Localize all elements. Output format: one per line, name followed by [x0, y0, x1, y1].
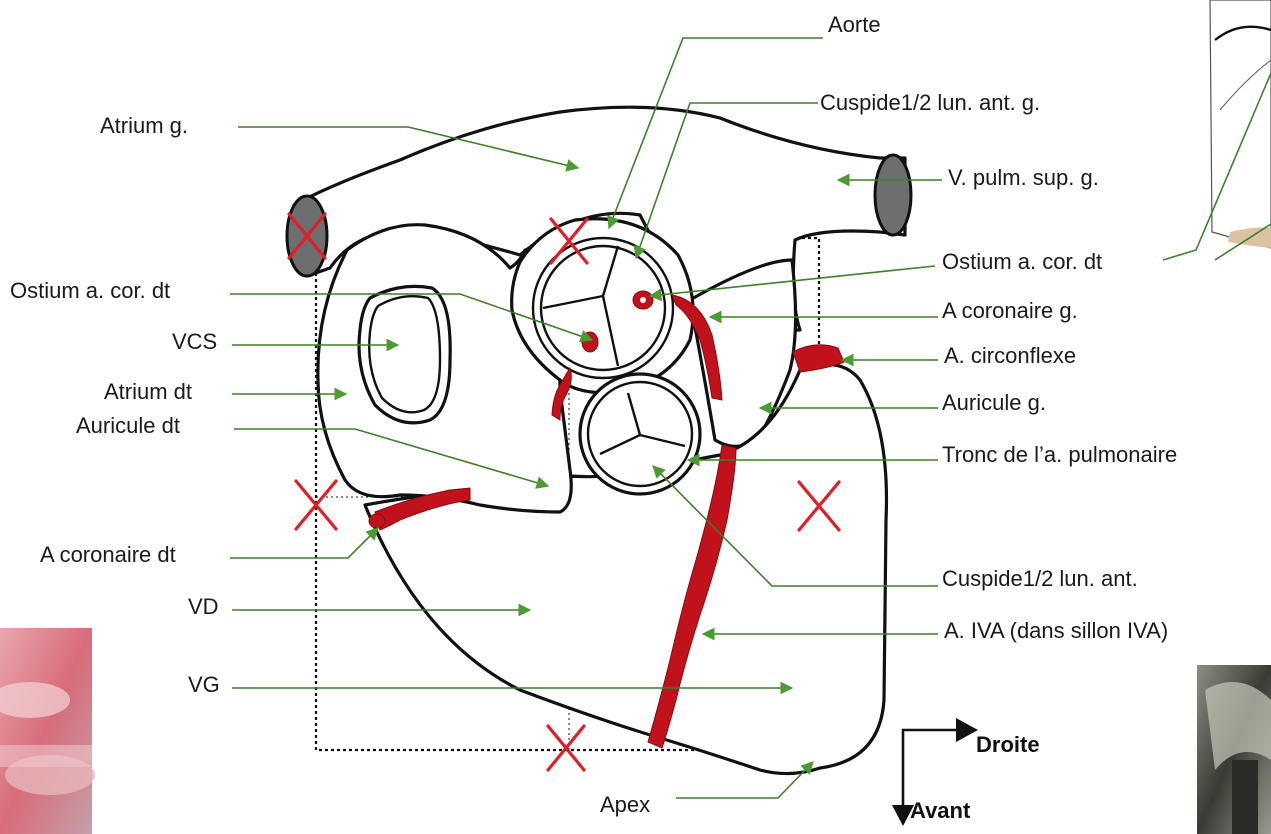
- label-cuspide-lun-ant-g: Cuspide1/2 lun. ant. g.: [820, 90, 1040, 115]
- arrow-right-icon: [956, 718, 978, 742]
- label-atrium-g: Atrium g.: [100, 113, 188, 138]
- svc-shape: [359, 286, 450, 422]
- label-a-iva: A. IVA (dans sillon IVA): [944, 618, 1168, 643]
- label-droite: Droite: [976, 732, 1040, 757]
- label-tronc-pulmonaire: Tronc de l’a. pulmonaire: [942, 442, 1177, 467]
- orientation-indicator: Droite Avant: [892, 718, 1040, 826]
- photo-fragment-bottom-right: [1197, 665, 1271, 834]
- label-auricule-g: Auricule g.: [942, 390, 1046, 415]
- label-atrium-dt: Atrium dt: [104, 379, 192, 404]
- left-pulmonary-vein-stump: [875, 155, 911, 235]
- label-a-circonflexe: A. circonflexe: [944, 343, 1076, 368]
- cross-bottom: [548, 726, 584, 770]
- label-cuspide-lun-ant: Cuspide1/2 lun. ant.: [942, 566, 1138, 591]
- photo-fragment-bottom-left: [0, 628, 95, 834]
- label-vg: VG: [188, 672, 220, 697]
- label-ostium-cor-dt-right: Ostium a. cor. dt: [942, 249, 1102, 274]
- label-aorte: Aorte: [828, 12, 881, 37]
- label-auricule-dt: Auricule dt: [76, 413, 180, 438]
- label-ostium-cor-dt-left: Ostium a. cor. dt: [10, 278, 170, 303]
- label-vd: VD: [188, 594, 219, 619]
- label-avant: Avant: [910, 798, 971, 823]
- label-vcs: VCS: [172, 329, 217, 354]
- label-v-pulm-sup-g: V. pulm. sup. g.: [948, 165, 1099, 190]
- label-a-coronaire-dt: A coronaire dt: [40, 542, 176, 567]
- photo-fragment-top-right: [1210, 0, 1271, 248]
- label-apex: Apex: [600, 792, 650, 817]
- pulmonary-trunk-shape: [580, 374, 700, 494]
- label-a-coronaire-g: A coronaire g.: [942, 298, 1078, 323]
